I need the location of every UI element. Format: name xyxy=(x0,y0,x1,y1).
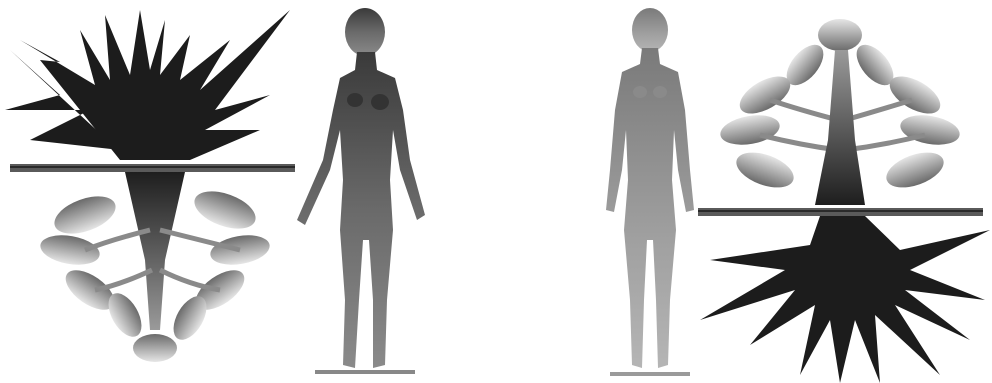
root-system xyxy=(700,216,990,383)
person-silhouette-icon xyxy=(285,0,445,383)
inverted-tree-illustration xyxy=(0,0,305,383)
root-crown xyxy=(5,10,290,160)
tree-icon xyxy=(690,0,992,383)
figure-shadow xyxy=(610,372,690,376)
trunk xyxy=(815,50,865,205)
figure-shadow xyxy=(315,370,415,374)
upright-tree-illustration xyxy=(690,0,992,383)
female-figure-dark xyxy=(285,0,445,383)
inverted-tree-icon xyxy=(0,0,305,383)
